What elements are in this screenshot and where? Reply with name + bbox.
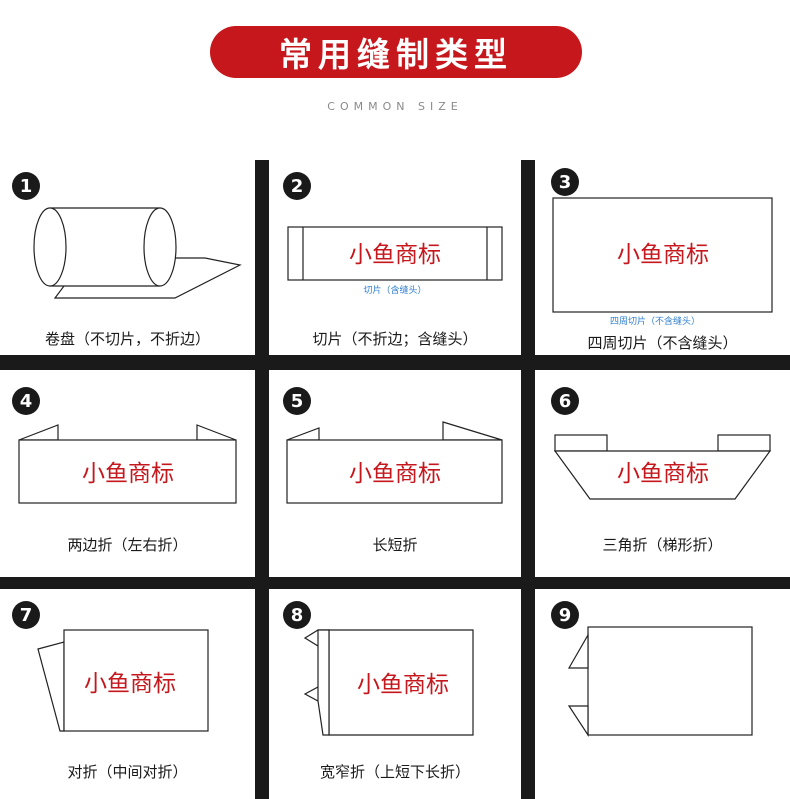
- number-badge: 8: [283, 601, 311, 629]
- brand-label: 小鱼商标: [84, 671, 176, 697]
- type-caption: 长短折: [372, 536, 418, 554]
- brand-label: 小鱼商标: [349, 461, 441, 487]
- brand-label: 小鱼商标: [349, 242, 441, 268]
- type-caption: 切片（不折边；含缝头）: [312, 330, 478, 348]
- type-card-triangle-fold[interactable]: 6 小鱼商标 三角折（梯形折）: [535, 370, 790, 577]
- number-badge: 2: [283, 172, 311, 200]
- type-card-roll[interactable]: 1 卷盘（不切片，不折边）: [0, 160, 255, 355]
- type-caption: 四周切片（不含缝头）: [587, 334, 738, 352]
- sewing-types-grid: 1 卷盘（不切片，不折边） 2 小鱼商标 切片（含缝头） 切片（不折边；含缝头）…: [0, 160, 790, 799]
- number-badge: 7: [12, 601, 40, 629]
- cut-label-illustration: 小鱼商标 切片（含缝头）: [287, 226, 503, 296]
- note-text: 切片（含缝头）: [363, 284, 426, 296]
- number-badge: 3: [551, 168, 579, 196]
- type-card-two-side-fold[interactable]: 4 小鱼商标 两边折（左右折）: [0, 370, 255, 577]
- type-caption: 卷盘（不切片，不折边）: [44, 330, 210, 348]
- center-fold-illustration: 小鱼商标: [37, 629, 209, 732]
- type-card-long-short-fold[interactable]: 5 小鱼商标 长短折: [269, 370, 521, 577]
- brand-label: 小鱼商标: [617, 242, 709, 268]
- type-card-cut[interactable]: 2 小鱼商标 切片（含缝头） 切片（不折边；含缝头）: [269, 160, 521, 355]
- number-badge: 6: [551, 387, 579, 415]
- four-side-cut-illustration: 小鱼商标 四周切片（不含缝头）: [552, 197, 773, 327]
- wide-narrow-fold-illustration: 小鱼商标: [303, 629, 474, 736]
- triangle-fold-illustration: 小鱼商标: [553, 434, 772, 500]
- type-card-wide-narrow-fold[interactable]: 8 小鱼商标 宽窄折（上短下长折）: [269, 589, 521, 799]
- brand-label: 小鱼商标: [82, 461, 174, 487]
- roll-illustration: [33, 207, 242, 299]
- brand-label: 小鱼商标: [357, 672, 449, 698]
- page-subtitle: COMMON SIZE: [327, 100, 463, 113]
- type-caption: 对折（中间对折）: [67, 763, 188, 781]
- type-caption: 两边折（左右折）: [67, 536, 188, 554]
- number-badge: 9: [551, 601, 579, 629]
- brand-label: 小鱼商标: [617, 461, 709, 487]
- two-side-fold-illustration: 小鱼商标: [18, 424, 237, 504]
- type-card-center-fold[interactable]: 7 小鱼商标 对折（中间对折）: [0, 589, 255, 799]
- long-short-fold-illustration: 小鱼商标: [286, 421, 503, 504]
- type-card-side-fold[interactable]: 9: [535, 589, 790, 799]
- note-text: 四周切片（不含缝头）: [610, 315, 700, 327]
- side-fold-illustration: [567, 626, 753, 738]
- number-badge: 4: [12, 387, 40, 415]
- type-caption: 宽窄折（上短下长折）: [319, 763, 470, 781]
- type-card-four-side-cut[interactable]: 3 小鱼商标 四周切片（不含缝头） 四周切片（不含缝头）: [535, 160, 790, 355]
- number-badge: 1: [12, 172, 40, 200]
- type-caption: 三角折（梯形折）: [602, 536, 723, 554]
- number-badge: 5: [283, 387, 311, 415]
- page-title: 常用缝制类型: [210, 26, 582, 78]
